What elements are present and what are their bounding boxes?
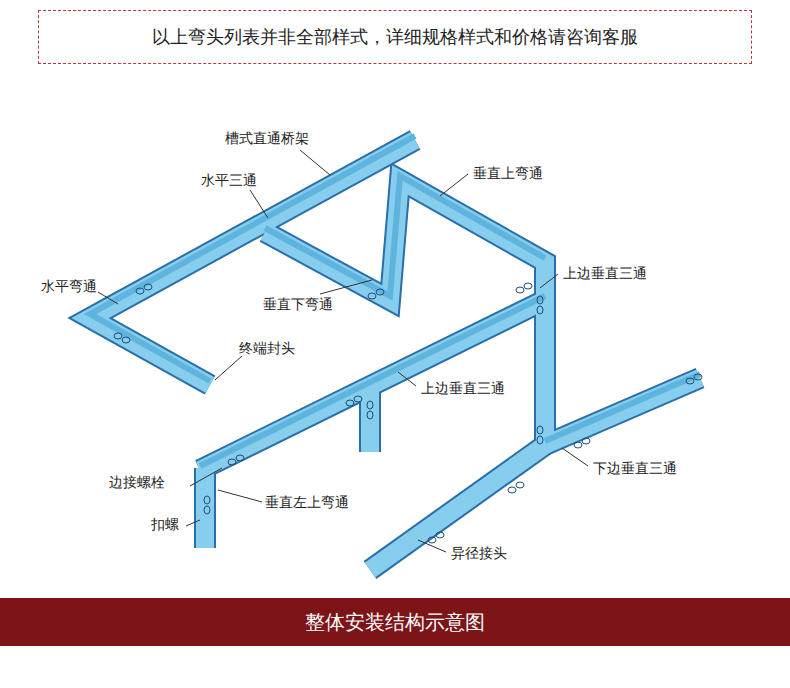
part-label: 垂直下弯通 (262, 296, 334, 312)
part-label: 水平弯通 (40, 278, 98, 294)
notice-box: 以上弯头列表并非全部样式，详细规格样式和价格请咨询客服 (38, 10, 752, 64)
part-label: 上边垂直三通 (562, 265, 648, 281)
part-label: 边接螺栓 (108, 474, 166, 490)
part-label: 水平三通 (200, 172, 258, 188)
node-text: 整体安装结构示意图 (305, 609, 485, 636)
leader-lines (98, 150, 588, 552)
part-label: 垂直左上弯通 (264, 494, 350, 510)
part-label: 异径接头 (450, 545, 508, 561)
part-label: 终端封头 (238, 340, 296, 356)
part-label: 扣螺 (150, 516, 180, 532)
part-label: 下边垂直三通 (592, 460, 678, 476)
title-band: 整体安装结构示意图 (0, 598, 790, 646)
part-label: 垂直上弯通 (472, 165, 544, 181)
node-text: 以上弯头列表并非全部样式，详细规格样式和价格请咨询客服 (152, 25, 638, 49)
part-label: 槽式直通桥架 (224, 130, 310, 146)
part-label: 上边垂直三通 (420, 380, 506, 396)
